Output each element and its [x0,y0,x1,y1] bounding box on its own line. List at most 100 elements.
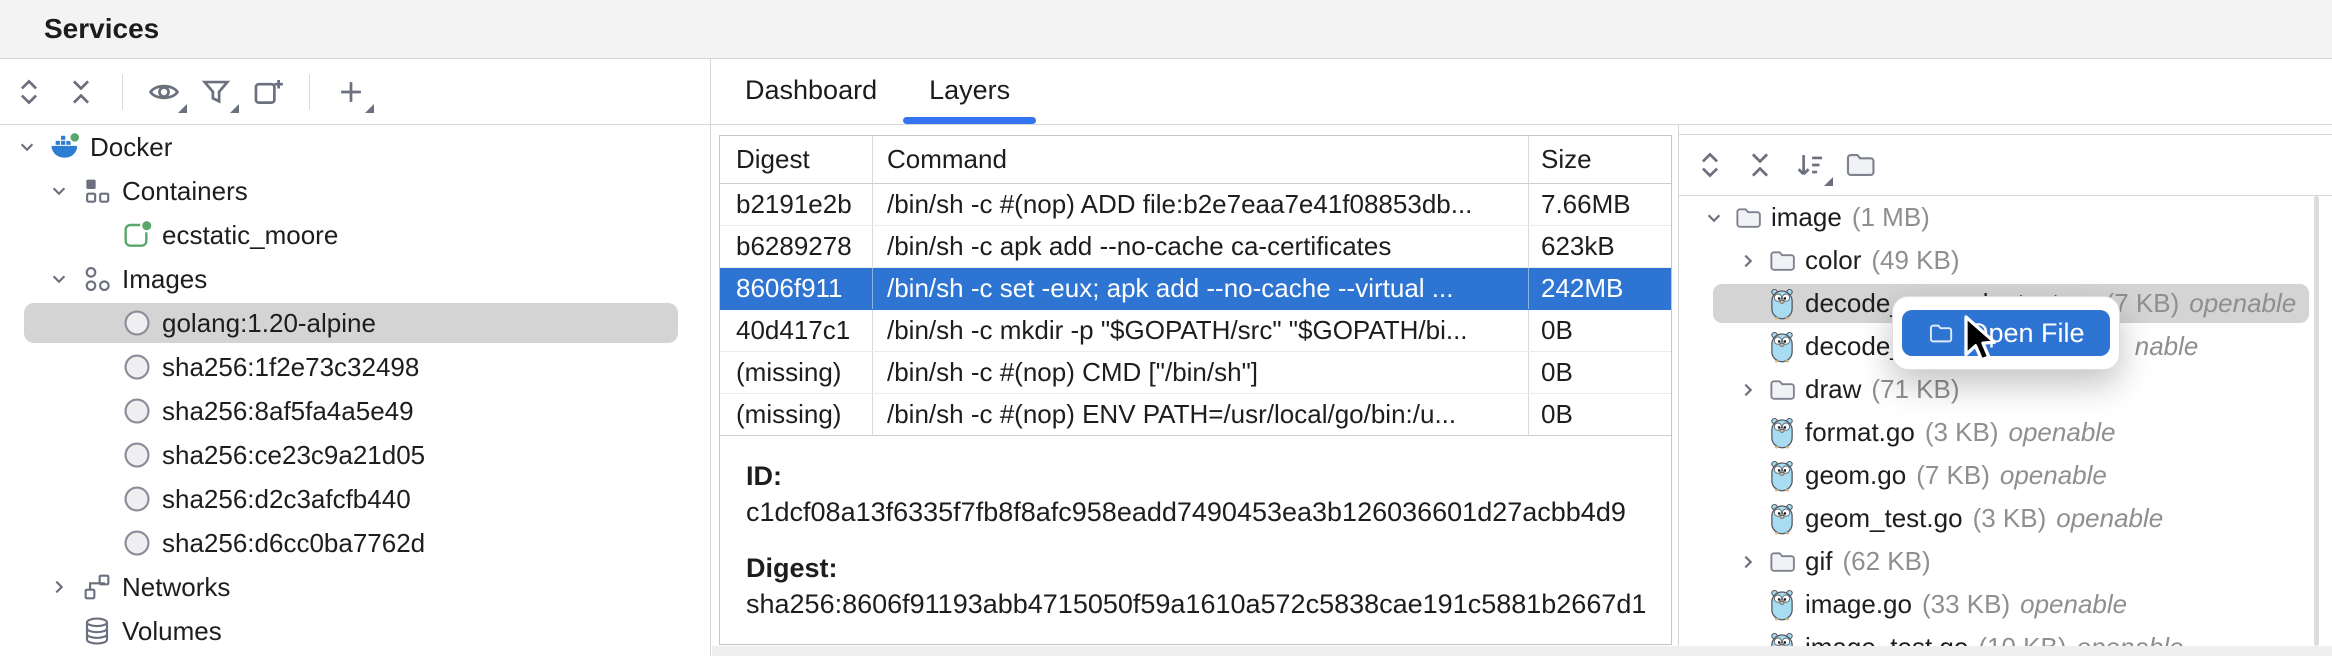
add-service-icon[interactable] [251,75,285,109]
expand-all-icon[interactable] [12,75,46,109]
services-toolbar [0,59,711,124]
tree-item-networks[interactable]: Networks [0,565,710,609]
add-icon[interactable] [334,75,374,113]
tree-item-sha-image[interactable]: sha256:d6cc0ba7762d [0,521,710,565]
openable-badge: nable [2134,331,2199,361]
column-header-command[interactable]: Command [873,136,1529,183]
tree-item-sha-image[interactable]: sha256:1f2e73c32498 [0,345,710,389]
chevron-right-icon[interactable] [1731,377,1765,403]
gopher-icon [1765,589,1799,621]
file-size: (3 KB) [1924,417,1999,447]
table-row[interactable]: (missing) /bin/sh -c #(nop) ENV PATH=/us… [720,394,1671,436]
cell-size: 0B [1541,357,1573,387]
tree-item-label: Docker [90,131,173,162]
gopher-icon [1765,288,1799,320]
chevron-right-icon[interactable] [40,574,78,600]
file-name: draw [1805,374,1862,404]
file-size: (7 KB) [1916,460,1990,490]
tree-item-ecstatic-moore[interactable]: ecstatic_moore [0,213,710,257]
tree-item-sha-image[interactable]: sha256:d2c3afcfb440 [0,477,710,521]
tab-dashboard[interactable]: Dashboard [745,75,878,105]
titlebar: Services [0,0,2332,59]
open-file-button[interactable]: Open File [1902,310,2110,356]
image-circle-icon [118,307,156,339]
file-tree-item-color-folder[interactable]: color (49 KB) [1679,239,2332,282]
context-popup: Open File [1892,296,2120,370]
cell-size: 242MB [1541,273,1624,303]
table-row-selected[interactable]: 8606f911 /bin/sh -c set -eux; apk add --… [720,268,1671,310]
gopher-icon [1765,417,1799,449]
file-tree-item-draw-folder[interactable]: draw (71 KB) [1679,368,2332,411]
bottom-edge-strip [712,646,2332,656]
spacer [746,530,1667,550]
chevron-down-icon[interactable] [40,266,78,292]
vertical-scrollbar[interactable] [2314,196,2319,646]
table-row[interactable]: (missing) /bin/sh -c #(nop) CMD ["/bin/s… [720,352,1671,394]
file-tree-item-image-go[interactable]: image.go (33 KB) openable [1679,583,2332,626]
chevron-down-icon[interactable] [8,134,46,160]
folder-icon[interactable] [1843,148,1877,182]
chevron-down-icon[interactable] [40,178,78,204]
mouse-cursor-icon [1960,314,1999,365]
tab-layers[interactable]: Layers [903,59,1037,124]
file-size: (62 KB) [1842,546,1931,576]
digest-value: sha256:8606f91193abb4715050f59a1610a572c… [746,589,1647,619]
view-options-icon[interactable] [147,75,187,113]
tree-item-containers[interactable]: Containers [0,169,710,213]
file-tree-item-geom-go[interactable]: geom.go (7 KB) openable [1679,454,2332,497]
collapse-all-icon[interactable] [1743,148,1777,182]
file-tree-item-geom-test-go[interactable]: geom_test.go (3 KB) openable [1679,497,2332,540]
tree-item-volumes[interactable]: Volumes [0,609,710,653]
folder-icon [1731,203,1765,233]
cell-size: 0B [1541,315,1573,345]
tree-item-label: Volumes [122,615,222,646]
cell-digest: b2191e2b [720,184,873,225]
openable-badge: openable [1999,460,2107,490]
tree-item-golang-image[interactable]: golang:1.20-alpine [0,301,710,345]
tree-item-sha-image[interactable]: sha256:8af5fa4a5e49 [0,389,710,433]
collapse-all-icon[interactable] [64,75,98,109]
toolbar-separator [122,73,123,110]
image-circle-icon [118,483,156,515]
tree-item-images[interactable]: Images [0,257,710,301]
chevron-right-icon[interactable] [1731,248,1765,274]
folder-icon [1765,547,1799,577]
file-size: (1 MB) [1851,202,1930,232]
chevron-down-icon[interactable] [1697,205,1731,231]
tree-item-label: sha256:d2c3afcfb440 [162,483,411,514]
tree-item-label: Networks [122,571,231,602]
table-row[interactable]: b6289278 /bin/sh -c apk add --no-cache c… [720,226,1671,268]
openable-badge: openable [2189,288,2297,318]
table-row[interactable]: 40d417c1 /bin/sh -c mkdir -p "$GOPATH/sr… [720,310,1671,352]
column-header-size[interactable]: Size [1541,144,1592,174]
tree-item-docker[interactable]: Docker [0,125,710,169]
file-tree-item-image-folder[interactable]: image (1 MB) [1679,196,2332,239]
file-name: gif [1805,546,1833,576]
expand-all-icon[interactable] [1693,148,1727,182]
toolbar-and-tabs-bar: Dashboard Layers [0,59,2332,125]
view-tabs: Dashboard Layers [719,59,1037,124]
file-tree-item-decode-obscured[interactable]: decode_ nable [1679,325,2332,368]
file-tree-item-format-go[interactable]: format.go (3 KB) openable [1679,411,2332,454]
layers-table-container: Digest Command Size b2191e2b /bin/sh -c … [719,135,1672,645]
sort-icon[interactable] [1793,148,1833,186]
tree-item-label: sha256:8af5fa4a5e49 [162,395,414,426]
tree-item-label: Containers [122,175,248,206]
digest-label: Digest: [746,553,838,583]
cell-command: /bin/sh -c set -eux; apk add --no-cache … [873,268,1529,309]
file-tree-item-gif-folder[interactable]: gif (62 KB) [1679,540,2332,583]
files-toolbar [1679,134,2332,196]
images-icon [78,263,116,295]
tree-item-sha-image[interactable]: sha256:ce23c9a21d05 [0,433,710,477]
cell-size: 623kB [1541,231,1615,261]
folder-icon [1765,246,1799,276]
cell-digest: (missing) [720,352,873,393]
chevron-right-icon[interactable] [1731,549,1765,575]
cell-digest: b6289278 [720,226,873,267]
filter-icon[interactable] [199,75,239,113]
column-header-digest[interactable]: Digest [720,136,873,183]
table-row[interactable]: b2191e2b /bin/sh -c #(nop) ADD file:b2e7… [720,184,1671,226]
image-circle-icon [118,351,156,383]
containers-icon [78,175,116,207]
